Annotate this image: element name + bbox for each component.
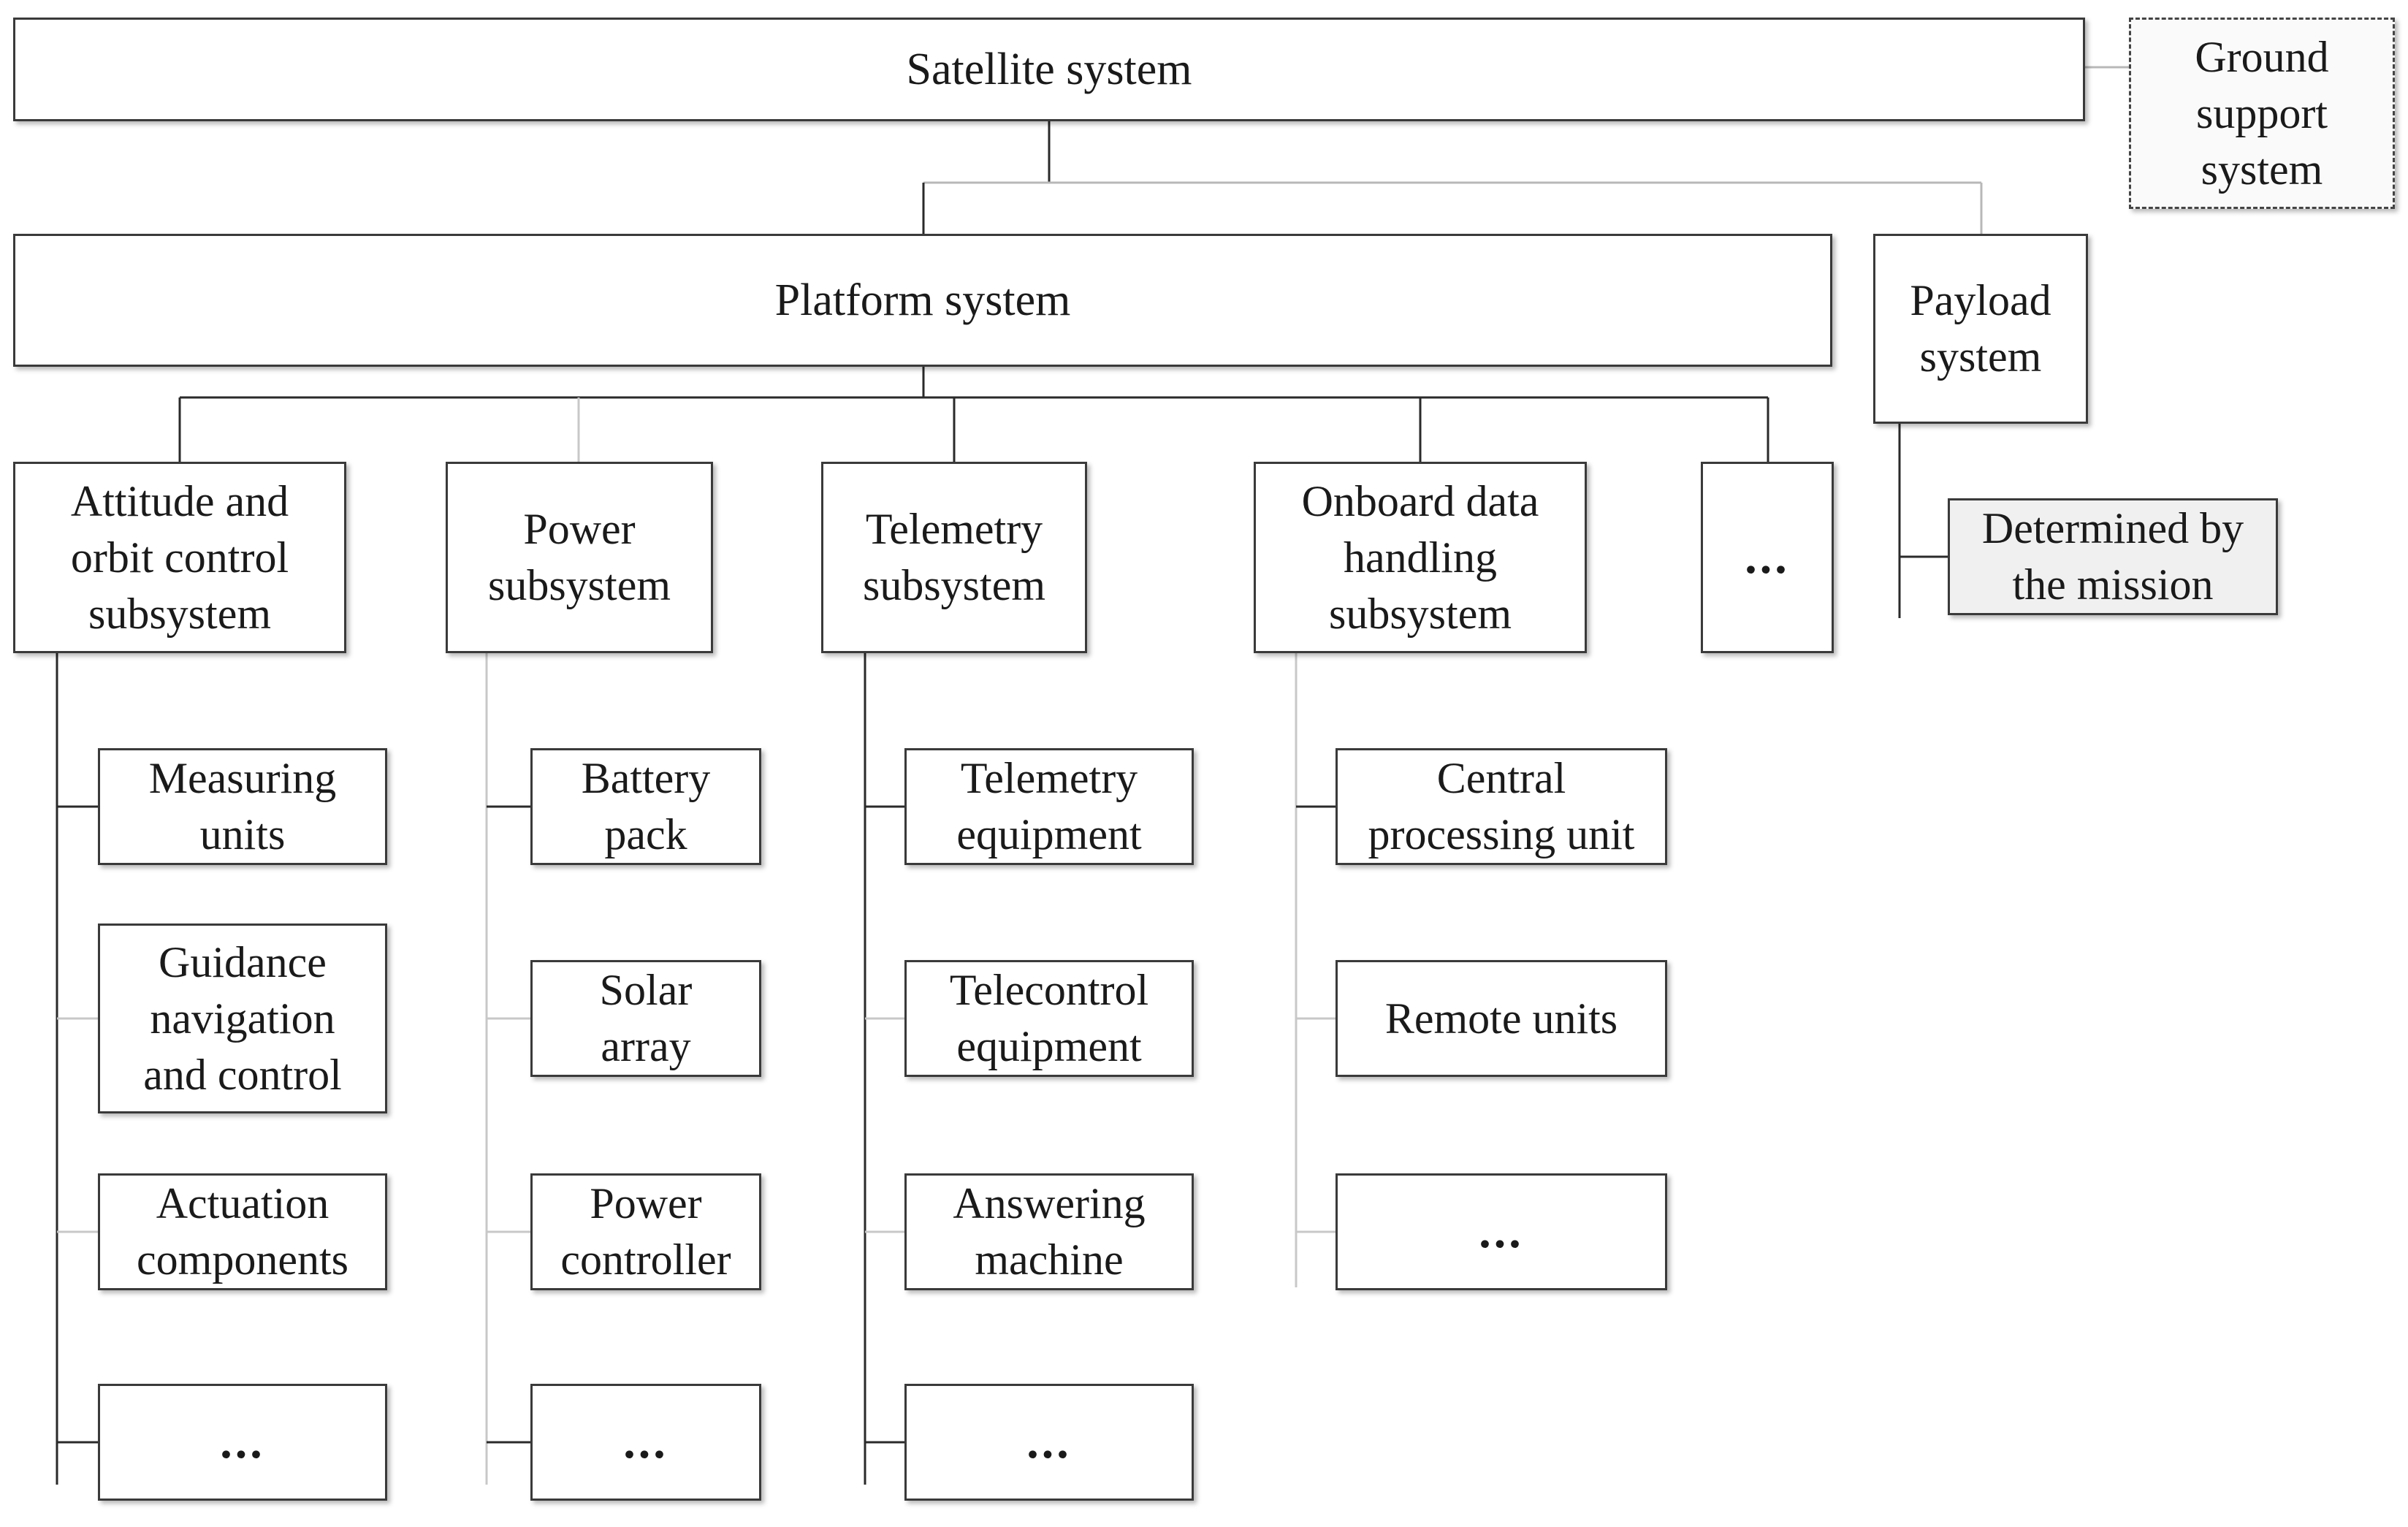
actuation-components-box: Actuation components [98, 1173, 387, 1290]
platform-system-label: Platform system [774, 275, 1071, 325]
telemetry-more-box: ... [904, 1384, 1194, 1501]
determined-by-mission-label: Determined by the mission [1981, 504, 2244, 609]
answering-machine-box: Answering machine [904, 1173, 1194, 1290]
remote-units-label: Remote units [1384, 994, 1618, 1043]
power-subsystem-box: Power subsystem [446, 462, 713, 653]
guidance-navigation-control-label: Guidance navigation and control [143, 937, 342, 1099]
central-processing-unit-label: Central processing unit [1368, 754, 1635, 858]
attitude-orbit-control-subsystem-box: Attitude and orbit control subsystem [13, 462, 346, 653]
answering-machine-label: Answering machine [953, 1179, 1146, 1284]
remote-units-box: Remote units [1336, 960, 1667, 1077]
onboard-data-handling-subsystem-label: Onboard data handling subsystem [1301, 476, 1539, 638]
solar-array-label: Solar array [599, 966, 693, 1070]
telemetry-equipment-label: Telemetry equipment [956, 754, 1142, 858]
payload-system-label: Payload system [1910, 276, 2051, 381]
attitude-orbit-control-subsystem-label: Attitude and orbit control subsystem [70, 476, 289, 638]
aocs-more-box: ... [98, 1384, 387, 1501]
power-controller-box: Power controller [530, 1173, 761, 1290]
battery-pack-box: Battery pack [530, 748, 761, 865]
more-subsystems-box: ... [1701, 462, 1834, 653]
solar-array-box: Solar array [530, 960, 761, 1077]
ground-support-system-box: Ground support system [2129, 18, 2395, 209]
guidance-navigation-control-box: Guidance navigation and control [98, 924, 387, 1113]
telemetry-subsystem-box: Telemetry subsystem [821, 462, 1087, 653]
determined-by-mission-box: Determined by the mission [1948, 498, 2278, 615]
onboard-data-handling-subsystem-box: Onboard data handling subsystem [1254, 462, 1587, 653]
power-controller-label: Power controller [560, 1179, 731, 1284]
power-subsystem-label: Power subsystem [487, 505, 671, 609]
power-more-ellipsis: ... [623, 1415, 668, 1469]
telecontrol-equipment-box: Telecontrol equipment [904, 960, 1194, 1077]
actuation-components-label: Actuation components [137, 1179, 348, 1284]
power-more-box: ... [530, 1384, 761, 1501]
obdh-more-box: ... [1336, 1173, 1667, 1290]
measuring-units-box: Measuring units [98, 748, 387, 865]
telemetry-equipment-box: Telemetry equipment [904, 748, 1194, 865]
aocs-more-ellipsis: ... [220, 1415, 265, 1469]
central-processing-unit-box: Central processing unit [1336, 748, 1667, 865]
payload-system-box: Payload system [1873, 234, 2088, 424]
satellite-system-label: Satellite system [906, 44, 1192, 94]
telemetry-more-ellipsis: ... [1026, 1415, 1072, 1469]
platform-system-box: Platform system [13, 234, 1832, 367]
ground-support-system-label: Ground support system [2195, 32, 2329, 194]
battery-pack-label: Battery pack [581, 754, 711, 858]
obdh-more-ellipsis: ... [1479, 1205, 1524, 1258]
measuring-units-label: Measuring units [148, 754, 337, 858]
telemetry-subsystem-label: Telemetry subsystem [862, 505, 1046, 609]
telecontrol-equipment-label: Telecontrol equipment [949, 966, 1149, 1070]
satellite-system-box: Satellite system [13, 18, 2085, 121]
more-subsystems-ellipsis: ... [1745, 530, 1790, 584]
